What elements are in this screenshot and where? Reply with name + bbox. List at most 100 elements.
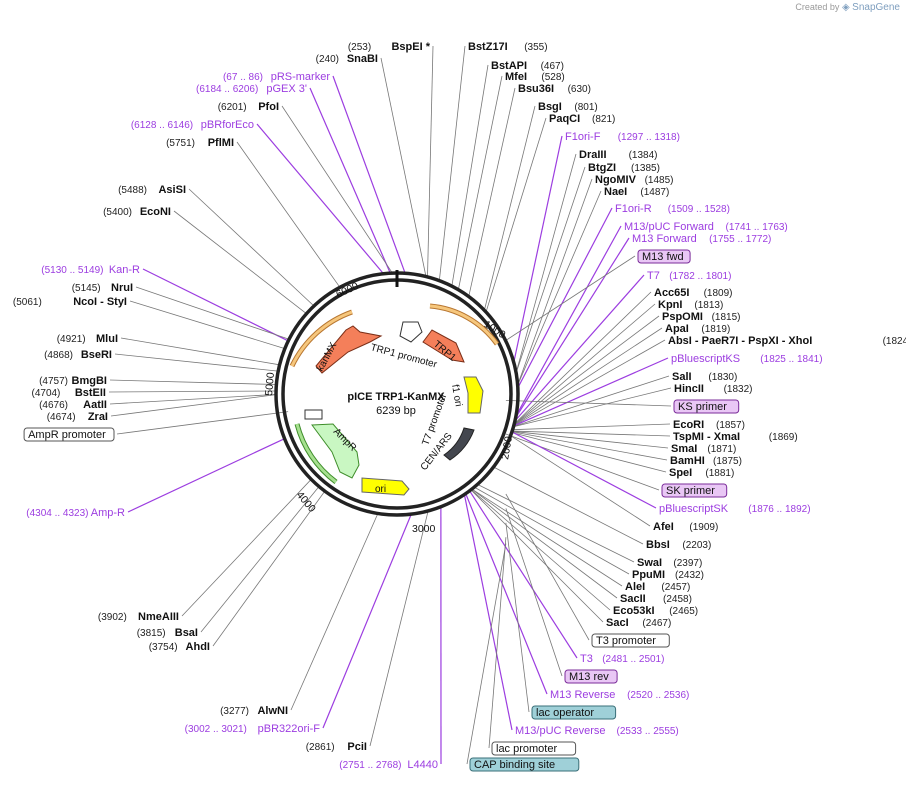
label-position: (240) bbox=[316, 54, 339, 65]
label-position: (4704) bbox=[31, 388, 60, 399]
label-bstz17i-R0[interactable]: BstZ17I(355) bbox=[468, 41, 548, 53]
label-kan-r-L9[interactable]: Kan-R(5130 .. 5149) bbox=[41, 264, 140, 276]
label-ncoi-styi-L11[interactable]: NcoI - StyI(5061) bbox=[13, 296, 127, 308]
label-apai-R19[interactable]: ApaI(1819) bbox=[665, 323, 730, 335]
label-alei-R36[interactable]: AleI(2457) bbox=[625, 581, 690, 593]
leader-bsteii bbox=[108, 390, 277, 393]
label-pbluescriptsk-R31[interactable]: pBluescriptSK(1876 .. 1892) bbox=[659, 503, 811, 515]
label-pspomi-R18[interactable]: PspOMI(1815) bbox=[662, 311, 741, 323]
label-position: (4921) bbox=[57, 334, 86, 345]
label-bsu36i-R3[interactable]: Bsu36I(630) bbox=[518, 83, 591, 95]
label-acc65i-R16[interactable]: Acc65I(1809) bbox=[654, 287, 733, 299]
label-text: SK primer bbox=[666, 485, 715, 497]
trp1-promoter-arrow[interactable] bbox=[399, 321, 423, 343]
label-bspei-L0[interactable]: BspEI *(253) bbox=[348, 41, 431, 53]
label-mfei-R2[interactable]: MfeI(528) bbox=[505, 71, 565, 83]
label-bstapi-R1[interactable]: BstAPI(467) bbox=[491, 60, 564, 72]
label-prs-marker-L2[interactable]: pRS-marker(67 .. 86) bbox=[223, 71, 330, 83]
label-m13-fwd-R14[interactable]: M13 fwd bbox=[637, 249, 691, 264]
label-name: PflMI bbox=[208, 137, 234, 149]
label-bamhi-R28[interactable]: BamHI(1875) bbox=[670, 455, 742, 467]
ampr-promoter-arrow[interactable] bbox=[304, 409, 323, 420]
label-absi-paer7i-pspxi-xhoi-R20[interactable]: AbsI - PaeR7I - PspXI - XhoI(1824) bbox=[668, 335, 906, 347]
label-pflmi-L6[interactable]: PflMI(5751) bbox=[166, 137, 234, 149]
label-amp-r-L19[interactable]: Amp-R(4304 .. 4323) bbox=[26, 507, 125, 519]
label-m13-puc-forward-R12[interactable]: M13/pUC Forward(1741 .. 1763) bbox=[624, 221, 788, 233]
label-position: (2457) bbox=[661, 582, 690, 593]
label-paqci-R5[interactable]: PaqCI(821) bbox=[549, 113, 615, 125]
label-position: (4757) bbox=[39, 376, 68, 387]
label-lac-promoter-R46[interactable]: lac promoter bbox=[491, 741, 577, 756]
label-sali-R22[interactable]: SalI(1830) bbox=[672, 371, 737, 383]
label-t7-R15[interactable]: T7(1782 .. 1801) bbox=[647, 270, 731, 282]
label-bsai-L21[interactable]: BsaI(3815) bbox=[137, 627, 198, 639]
label-bsteii-L15[interactable]: BstEII(4704) bbox=[31, 387, 106, 399]
label-ks-primer-R24[interactable]: KS primer bbox=[673, 399, 740, 414]
label-spei-R29[interactable]: SpeI(1881) bbox=[669, 467, 734, 479]
label-aatii-L16[interactable]: AatII(4676) bbox=[39, 399, 107, 411]
label-btgzi-R8[interactable]: BtgZI(1385) bbox=[588, 162, 660, 174]
leader-bspei bbox=[427, 45, 434, 277]
label-bmgbi-L14[interactable]: BmgBI(4757) bbox=[39, 375, 107, 387]
label-pbrforeco-L5[interactable]: pBRforEco(6128 .. 6146) bbox=[131, 119, 254, 131]
label-mlui-L12[interactable]: MluI (4921) bbox=[57, 333, 118, 345]
label-ahdi-L22[interactable]: AhdI(3754) bbox=[149, 641, 210, 653]
label-naei-R10[interactable]: NaeI(1487) bbox=[604, 186, 669, 198]
label-ppumi-R35[interactable]: PpuMI(2432) bbox=[632, 569, 704, 581]
trp1-arrow[interactable] bbox=[422, 329, 465, 363]
label-ampr-promoter-L18[interactable]: AmpR promoter bbox=[23, 427, 115, 442]
label-snabi-L1[interactable]: SnaBI(240) bbox=[316, 53, 378, 65]
label-cap-binding-site-R47[interactable]: CAP binding site bbox=[469, 757, 580, 772]
label-pbr322ori-f-L24[interactable]: pBR322ori-F(3002 .. 3021) bbox=[185, 723, 321, 735]
leader-amp-r bbox=[127, 438, 285, 513]
label-econi-L8[interactable]: EcoNI(5400) bbox=[103, 206, 171, 218]
leader-prs-marker bbox=[332, 75, 406, 274]
label-lac-operator-R44[interactable]: lac operator bbox=[531, 705, 617, 720]
label-draiii-R7[interactable]: DraIII(1384) bbox=[579, 149, 658, 161]
kanmx-feature-arrow[interactable] bbox=[315, 325, 383, 374]
label-name: BstAPI bbox=[491, 60, 527, 72]
label-asisi-L7[interactable]: AsiSI(5488) bbox=[118, 184, 186, 196]
label-m13-reverse-R43[interactable]: M13 Reverse(2520 .. 2536) bbox=[550, 689, 689, 701]
label-bseri-L13[interactable]: BseRI(4868) bbox=[44, 349, 112, 361]
cen-ars-arrow[interactable] bbox=[443, 427, 475, 461]
label-m13-forward-R13[interactable]: M13 Forward(1755 .. 1772) bbox=[632, 233, 771, 245]
label-tspmi-xmai-R26[interactable]: TspMI - XmaI(1869) bbox=[673, 431, 798, 443]
label-kpni-R17[interactable]: KpnI(1813) bbox=[658, 299, 723, 311]
label-pgex-3-L3[interactable]: pGEX 3'(6184 .. 6206) bbox=[196, 83, 307, 95]
label-pcii-L25[interactable]: PciI(2861) bbox=[306, 741, 367, 753]
label-pbluescriptks-R21[interactable]: pBluescriptKS(1825 .. 1841) bbox=[671, 353, 823, 365]
label-eco53ki-R38[interactable]: Eco53kI(2465) bbox=[613, 605, 698, 617]
label-ecori-R25[interactable]: EcoRI(1857) bbox=[673, 419, 745, 431]
label-alwni-L23[interactable]: AlwNI(3277) bbox=[220, 705, 288, 717]
label-l4440-L26[interactable]: L4440(2751 .. 2768) bbox=[339, 759, 438, 771]
label-pfoi-L4[interactable]: PfoI(6201) bbox=[218, 101, 279, 113]
label-zrai-L17[interactable]: ZraI(4674) bbox=[47, 411, 108, 423]
label-hincii-R23[interactable]: HincII(1832) bbox=[674, 383, 753, 395]
label-t3-promoter-R40[interactable]: T3 promoter bbox=[591, 633, 670, 648]
label-sk-primer-R30[interactable]: SK primer bbox=[661, 483, 728, 498]
leader-m13-puc-forward bbox=[515, 225, 622, 417]
label-f1ori-f-R6[interactable]: F1ori-F(1297 .. 1318) bbox=[565, 131, 680, 143]
label-smai-R27[interactable]: SmaI(1871) bbox=[671, 443, 736, 455]
f1-ori-arrow[interactable] bbox=[463, 376, 484, 414]
label-nmeaiii-L20[interactable]: NmeAIII(3902) bbox=[98, 611, 179, 623]
label-name: M13/pUC Forward bbox=[624, 221, 714, 233]
label-bsgi-R4[interactable]: BsgI(801) bbox=[538, 101, 598, 113]
ampr-arrow[interactable] bbox=[311, 423, 360, 479]
label-t3-R41[interactable]: T3(2481 .. 2501) bbox=[580, 653, 664, 665]
label-name: MluI bbox=[96, 333, 118, 345]
leader-ngomiv bbox=[517, 178, 593, 386]
label-swai-R34[interactable]: SwaI(2397) bbox=[637, 557, 702, 569]
label-afei-R32[interactable]: AfeI(1909) bbox=[653, 521, 718, 533]
label-nrui-L10[interactable]: NruI(5145) bbox=[72, 282, 133, 294]
label-bbsi-R33[interactable]: BbsI(2203) bbox=[646, 539, 711, 551]
label-sacii-R37[interactable]: SacII(2458) bbox=[620, 593, 692, 605]
label-f1ori-r-R11[interactable]: F1ori-R(1509 .. 1528) bbox=[615, 203, 730, 215]
label-ngomiv-R9[interactable]: NgoMIV(1485) bbox=[595, 174, 674, 186]
label-m13-rev-R42[interactable]: M13 rev bbox=[564, 669, 618, 684]
label-m13-puc-reverse-R45[interactable]: M13/pUC Reverse(2533 .. 2555) bbox=[515, 725, 679, 737]
ori-arrow[interactable] bbox=[361, 477, 410, 496]
label-saci-R39[interactable]: SacI(2467) bbox=[606, 617, 671, 629]
tick-2000: 2000 bbox=[499, 435, 515, 460]
